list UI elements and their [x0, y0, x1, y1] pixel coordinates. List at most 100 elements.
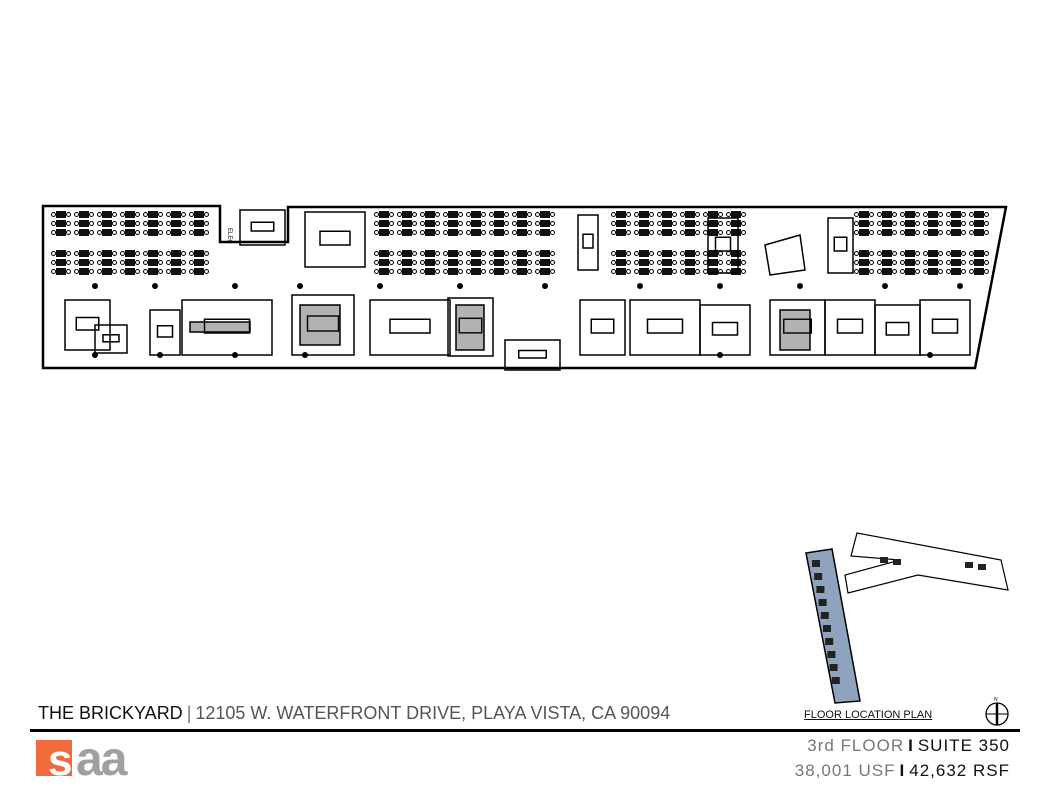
workstation-cluster: [143, 250, 163, 275]
workstation-cluster: [680, 250, 700, 275]
workstation-cluster: [854, 211, 874, 236]
column: [542, 283, 548, 289]
room: [919, 299, 971, 356]
workstation-cluster: [374, 250, 394, 275]
workstation-cluster: [120, 250, 140, 275]
workstation-cluster: [611, 250, 631, 275]
column: [152, 283, 158, 289]
floor-number: 3rd FLOOR: [807, 736, 905, 755]
workstation-cluster: [512, 250, 532, 275]
location-plan-mark: [820, 612, 829, 619]
location-plan-mark: [823, 625, 831, 632]
divider: I: [908, 736, 914, 755]
room: [579, 299, 626, 356]
workstation-cluster: [97, 211, 117, 236]
svg-text:s: s: [48, 738, 72, 778]
workstation-cluster: [443, 250, 463, 275]
workstation-cluster: [535, 211, 555, 236]
building-address: 12105 W. WATERFRONT DRIVE, PLAYA VISTA, …: [195, 703, 671, 723]
stair: [764, 234, 806, 276]
table: [455, 304, 485, 351]
saa-logo: s aa: [36, 738, 130, 778]
workstation-cluster: [969, 211, 989, 236]
location-plan-mark: [812, 560, 820, 567]
location-plan-mark: [893, 559, 901, 565]
workstation-cluster: [397, 211, 417, 236]
column: [377, 283, 383, 289]
workstation-cluster: [51, 250, 71, 275]
workstation-cluster: [397, 250, 417, 275]
workstation-cluster: [74, 211, 94, 236]
workstation-cluster: [189, 250, 209, 275]
building-name: THE BRICKYARD: [38, 703, 183, 723]
workstation-cluster: [877, 250, 897, 275]
workstation-cluster: [923, 211, 943, 236]
location-plan-mark: [829, 664, 838, 671]
column: [797, 283, 803, 289]
column: [637, 283, 643, 289]
title-separator: |: [186, 703, 192, 723]
workstation-cluster: [657, 211, 677, 236]
workstation-cluster: [420, 250, 440, 275]
workstation-cluster: [946, 211, 966, 236]
room: [699, 304, 751, 356]
room: [504, 339, 561, 371]
workstation-cluster: [946, 250, 966, 275]
room: [629, 299, 701, 356]
column: [717, 283, 723, 289]
room: [94, 324, 128, 354]
location-plan-mark: [880, 557, 888, 563]
room: [874, 304, 921, 356]
workstation-cluster: [74, 250, 94, 275]
room: [304, 211, 366, 268]
location-plan-mark: [827, 651, 836, 658]
workstation-cluster: [657, 250, 677, 275]
room: [827, 217, 854, 274]
workstation-cluster: [189, 211, 209, 236]
room: [824, 299, 876, 356]
workstation-cluster: [877, 211, 897, 236]
workstation-cluster: [611, 211, 631, 236]
room: [707, 217, 739, 274]
location-plan-mark: [831, 677, 840, 684]
table: [779, 309, 811, 351]
workstation-cluster: [489, 250, 509, 275]
room: [369, 299, 451, 356]
elec-room-label: ELEC: [226, 228, 232, 244]
workstation-clusters: [51, 211, 989, 358]
room: [239, 209, 286, 246]
divider-rule: [30, 729, 1020, 732]
workstation-cluster: [680, 211, 700, 236]
workstation-cluster: [466, 250, 486, 275]
workstation-cluster: [420, 211, 440, 236]
workstation-cluster: [634, 211, 654, 236]
room: [577, 214, 599, 271]
rentable-sf: 42,632 RSF: [909, 761, 1010, 780]
location-plan-map: [805, 532, 1009, 704]
workstation-cluster: [97, 250, 117, 275]
room: [291, 294, 355, 356]
room: [447, 297, 494, 357]
workstation-cluster: [703, 211, 723, 236]
workstation-cluster: [969, 250, 989, 275]
usable-sf: 38,001 USF: [794, 761, 896, 780]
table: [189, 321, 251, 333]
location-plan-mark: [818, 599, 827, 606]
column: [957, 283, 963, 289]
workstation-cluster: [166, 211, 186, 236]
suite-number: SUITE 350: [917, 736, 1010, 755]
column: [232, 283, 238, 289]
workstation-cluster: [854, 250, 874, 275]
room: [149, 309, 181, 356]
column: [457, 283, 463, 289]
workstation-cluster: [703, 250, 723, 275]
table: [299, 304, 341, 346]
workstation-cluster: [374, 211, 394, 236]
location-plan-mark: [978, 564, 986, 570]
workstation-cluster: [166, 250, 186, 275]
location-plan-mark: [816, 586, 825, 593]
workstation-cluster: [143, 211, 163, 236]
svg-text:aa: aa: [76, 738, 128, 778]
